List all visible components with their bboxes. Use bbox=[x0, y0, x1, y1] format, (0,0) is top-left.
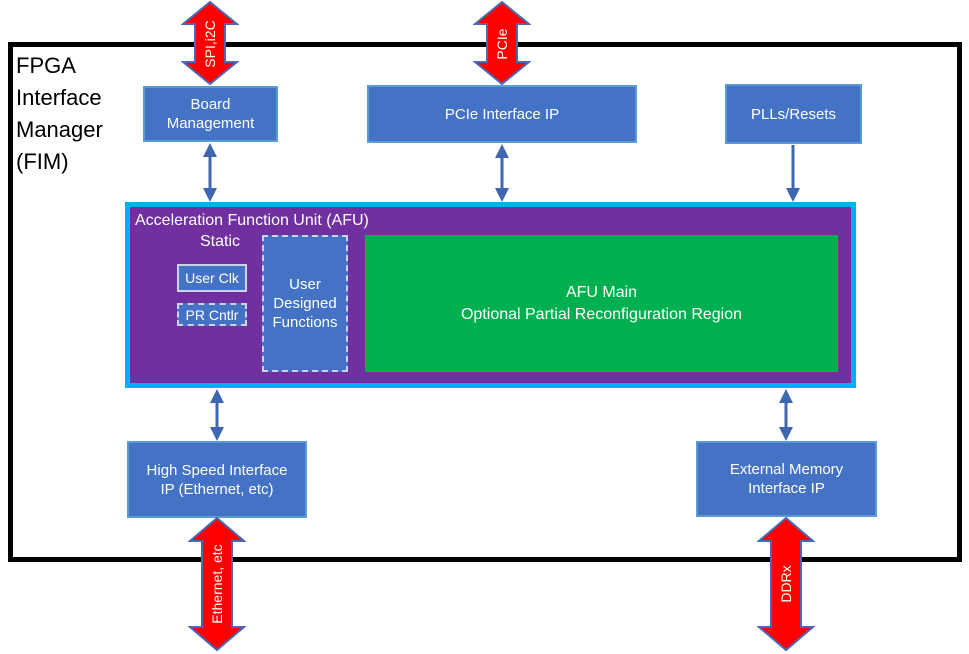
block-plls-resets-label: PLLs/Resets bbox=[750, 105, 837, 123]
ethernet-port-label: Ethernet, etc bbox=[209, 544, 225, 624]
connector-plls-afu-down-arrow-icon bbox=[786, 145, 800, 202]
fim-boundary-box bbox=[8, 42, 962, 562]
pcie-port-label: PCIe bbox=[494, 28, 510, 60]
block-pcie-interface-ip: PCIe Interface IP bbox=[367, 85, 637, 143]
spi-i2c-port-label: SPI,i2C bbox=[202, 20, 218, 68]
spi-i2c-port-arrow-icon bbox=[181, 1, 239, 86]
afu-static-label: Static bbox=[199, 233, 240, 250]
connector-pcie-afu-double-arrow-icon bbox=[495, 144, 509, 202]
ethernet-port-arrow-icon bbox=[188, 517, 246, 652]
ddrx-port-label: DDRx bbox=[778, 565, 794, 603]
block-external-memory-interface-ip-label: External Memory Interface IP bbox=[729, 461, 844, 497]
block-external-memory-interface-ip: External Memory Interface IP bbox=[696, 441, 877, 517]
block-user-clk-label: User Clk bbox=[185, 270, 239, 286]
block-board-management: Board Management bbox=[143, 86, 278, 142]
block-board-management-label: Board Management bbox=[166, 96, 255, 132]
block-pr-cntlr: PR Cntlr bbox=[177, 303, 247, 326]
afu-title: Acceleration Function Unit (AFU) bbox=[135, 212, 369, 229]
fim-title: FPGA Interface Manager (FIM) bbox=[16, 53, 103, 174]
ddrx-port-arrow-icon bbox=[757, 517, 815, 652]
connector-board-management-afu-double-arrow-icon bbox=[203, 143, 217, 202]
block-pr-cntlr-label: PR Cntlr bbox=[185, 306, 239, 323]
block-afu-main-pr-region: AFU Main Optional Partial Reconfiguratio… bbox=[365, 235, 838, 372]
block-user-designed-functions: User Designed Functions bbox=[262, 235, 348, 372]
connector-afu-hsi-double-arrow-icon bbox=[210, 389, 224, 441]
connector-afu-extmem-double-arrow-icon bbox=[779, 389, 793, 441]
block-high-speed-interface-ip-label: High Speed Interface IP (Ethernet, etc) bbox=[146, 461, 288, 498]
afu-main-subtitle: Optional Partial Reconfiguration Region bbox=[460, 305, 743, 323]
block-user-designed-functions-label: User Designed Functions bbox=[272, 276, 338, 331]
block-user-clk: User Clk bbox=[177, 264, 247, 292]
afu-main-title: AFU Main bbox=[565, 283, 638, 301]
block-afu: Acceleration Function Unit (AFU) Static … bbox=[125, 202, 856, 388]
block-high-speed-interface-ip: High Speed Interface IP (Ethernet, etc) bbox=[127, 441, 307, 518]
block-plls-resets: PLLs/Resets bbox=[725, 84, 862, 144]
block-pcie-interface-ip-label: PCIe Interface IP bbox=[444, 105, 560, 123]
pcie-port-arrow-icon bbox=[473, 1, 531, 86]
